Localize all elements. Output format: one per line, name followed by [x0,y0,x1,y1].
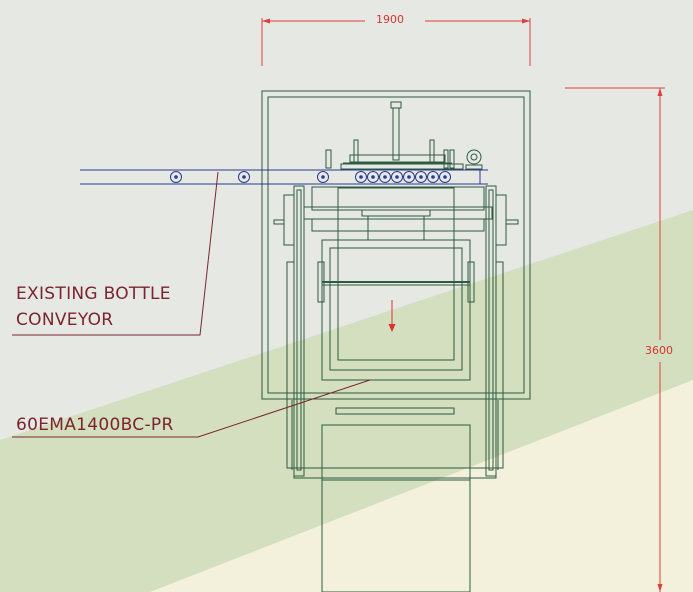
background-bands [0,210,693,592]
height-dimension-label: 3600 [644,344,674,357]
existing-conveyor-label-line2: CONVEYOR [16,310,114,330]
machine-outline [261,90,531,592]
bottle-conveyor [80,169,488,185]
machine-model-label: 60EMA1400BC-PR [16,415,174,435]
existing-conveyor-label-line1: EXISTING BOTTLE [16,284,171,304]
height-dimension [565,87,665,592]
down-arrow-icon [388,300,396,332]
width-dimension-label: 1900 [376,13,404,26]
leader-lines [12,171,371,438]
width-dimension [261,18,531,66]
conveyor-rollers [170,171,451,183]
